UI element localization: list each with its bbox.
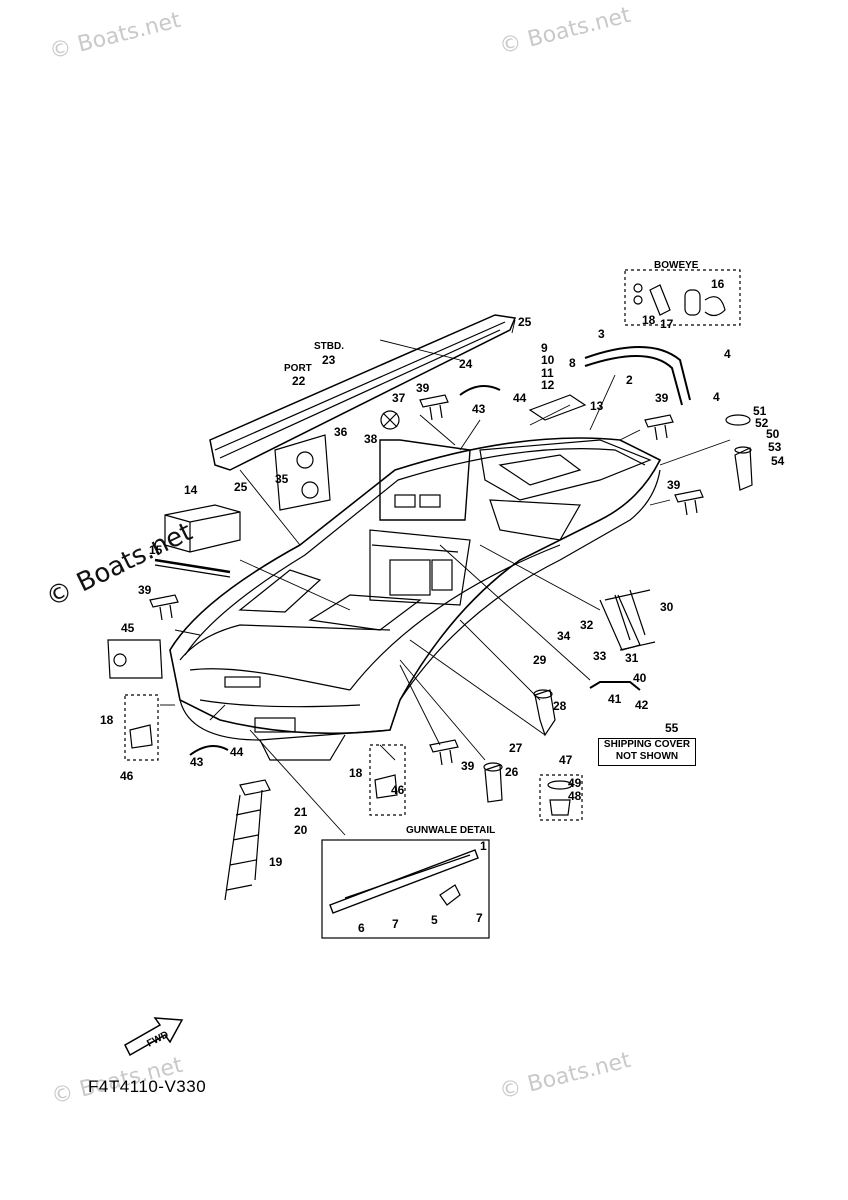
part-label-6: 6: [358, 921, 365, 935]
port-label: PORT: [284, 363, 312, 374]
part-label-39: 39: [667, 478, 681, 492]
part-label-38: 38: [364, 432, 378, 446]
part-label-13: 13: [590, 399, 604, 413]
part-label-46: 46: [120, 769, 134, 783]
part-label-21: 21: [294, 805, 308, 819]
part-label-39: 39: [138, 583, 152, 597]
boweye-label: BOWEYE: [654, 260, 699, 271]
cooler: [164, 504, 241, 553]
part-label-43: 43: [190, 755, 204, 769]
part-label-31: 31: [625, 651, 639, 665]
part-label-45: 45: [121, 621, 135, 635]
part-label-23: 23: [322, 353, 336, 367]
diagram-code: F4T4110-V330: [88, 1077, 207, 1096]
part-label-25: 25: [234, 480, 248, 494]
part-label-18: 18: [100, 713, 114, 727]
part-label-10: 10: [541, 353, 555, 367]
part-label-22: 22: [292, 374, 306, 388]
rod-holder: [599, 589, 656, 651]
part-label-1: 1: [480, 839, 487, 853]
part-label-44: 44: [230, 745, 244, 759]
seat-pad: [274, 434, 331, 511]
part-label-25: 25: [518, 315, 532, 329]
part-label-30: 30: [660, 600, 674, 614]
part-label-27: 27: [509, 741, 523, 755]
part-label-3: 3: [598, 327, 605, 341]
part-label-28: 28: [553, 699, 567, 713]
part-label-19: 19: [269, 855, 283, 869]
part-label-17: 17: [660, 317, 674, 331]
part-label-49: 49: [568, 776, 582, 790]
part-label-11: 11: [541, 366, 554, 380]
fwd-label: FWD: [145, 1029, 170, 1049]
part-label-32: 32: [580, 618, 594, 632]
boweye-detail: [624, 269, 741, 326]
part-label-39: 39: [655, 391, 669, 405]
part-label-39: 39: [416, 381, 430, 395]
part-label-47: 47: [559, 753, 573, 767]
part-label-26: 26: [505, 765, 519, 779]
cleat: [149, 394, 704, 766]
part-label-43: 43: [472, 402, 486, 416]
part-label-36: 36: [334, 425, 348, 439]
part-label-7: 7: [476, 911, 483, 925]
shipping-cover-line1: SHIPPING COVER: [603, 739, 691, 750]
part-label-44: 44: [513, 391, 527, 405]
part-label-50: 50: [766, 427, 780, 441]
stbd-label: STBD.: [314, 341, 344, 352]
part-label-16: 16: [711, 277, 725, 291]
shipping-cover-note: SHIPPING COVER NOT SHOWN: [598, 738, 696, 766]
part-label-54: 54: [771, 454, 785, 468]
gunwale-detail-label: GUNWALE DETAIL: [406, 825, 495, 836]
boarding-ladder: [224, 779, 271, 901]
part-label-51: 51: [753, 404, 767, 418]
part-label-2: 2: [626, 373, 633, 387]
part-label-24: 24: [459, 357, 473, 371]
part-label-48: 48: [568, 789, 582, 803]
part-label-52: 52: [755, 416, 769, 430]
part-label-14: 14: [184, 483, 198, 497]
part-label-18: 18: [349, 766, 363, 780]
part-label-4: 4: [724, 347, 731, 361]
part-label-5: 5: [431, 913, 438, 927]
part-label-34: 34: [557, 629, 571, 643]
part-label-18: 18: [642, 313, 656, 327]
part-label-53: 53: [768, 440, 782, 454]
part-label-40: 40: [633, 671, 647, 685]
part-label-15: 15: [149, 543, 163, 557]
part-label-29: 29: [533, 653, 547, 667]
part-label-33: 33: [593, 649, 607, 663]
rub-rail: [584, 346, 691, 406]
part-label-46: 46: [391, 783, 405, 797]
leader-lines: [160, 319, 731, 836]
part-label-35: 35: [275, 472, 289, 486]
part-label-41: 41: [608, 692, 622, 706]
part-label-20: 20: [294, 823, 308, 837]
part-label-4: 4: [713, 390, 720, 404]
part-label-9: 9: [541, 341, 548, 355]
hardtop: [209, 314, 517, 471]
part-label-55: 55: [665, 721, 679, 735]
shipping-cover-line2: NOT SHOWN: [615, 751, 679, 762]
part-label-12: 12: [541, 378, 555, 392]
part-label-39: 39: [461, 759, 475, 773]
part-label-8: 8: [569, 356, 576, 370]
part-label-7: 7: [392, 917, 399, 931]
part-label-37: 37: [392, 391, 406, 405]
part-label-42: 42: [635, 698, 649, 712]
